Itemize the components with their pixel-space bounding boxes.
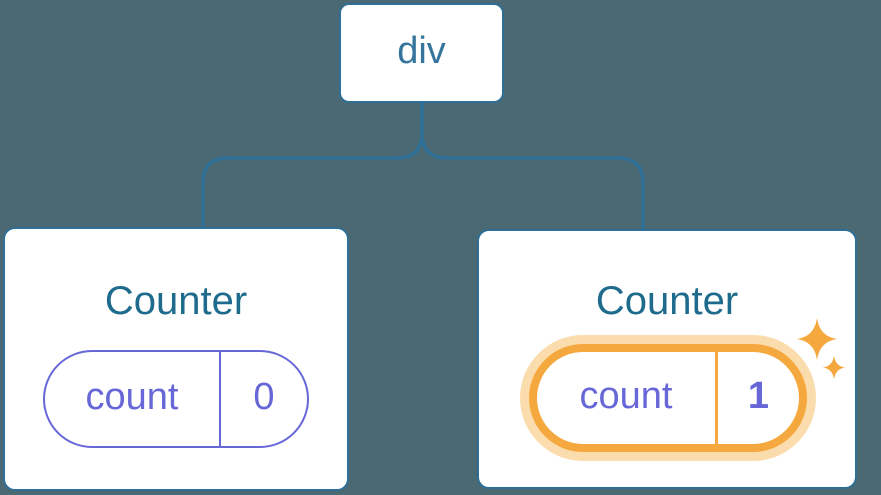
sparkle-icon — [797, 318, 846, 380]
state-key-segment: count — [45, 352, 219, 446]
component-title: Counter — [104, 279, 248, 323]
state-key-label: count — [85, 376, 179, 418]
root-node-div: div — [339, 3, 504, 103]
sparkle-icon-large — [797, 318, 837, 360]
state-value-label: 1 — [747, 375, 770, 417]
sparkle-icon-small — [822, 355, 846, 380]
state-pill-highlighted: count 1 — [529, 344, 807, 452]
state-pill: count 0 — [43, 350, 309, 448]
component-title: Counter — [595, 279, 739, 323]
state-value-label: 0 — [253, 376, 275, 418]
counter-card-updated: Counter count 1 — [477, 229, 857, 489]
state-value-segment: 0 — [219, 352, 307, 446]
counter-card-unchanged: Counter count 0 — [3, 227, 349, 491]
connector-left-branch — [201, 103, 424, 228]
connector-right-branch — [420, 103, 645, 230]
state-key-segment: count — [537, 352, 715, 444]
state-value-segment: 1 — [715, 352, 799, 444]
state-key-label: count — [579, 375, 673, 417]
root-node-label: div — [397, 30, 446, 72]
